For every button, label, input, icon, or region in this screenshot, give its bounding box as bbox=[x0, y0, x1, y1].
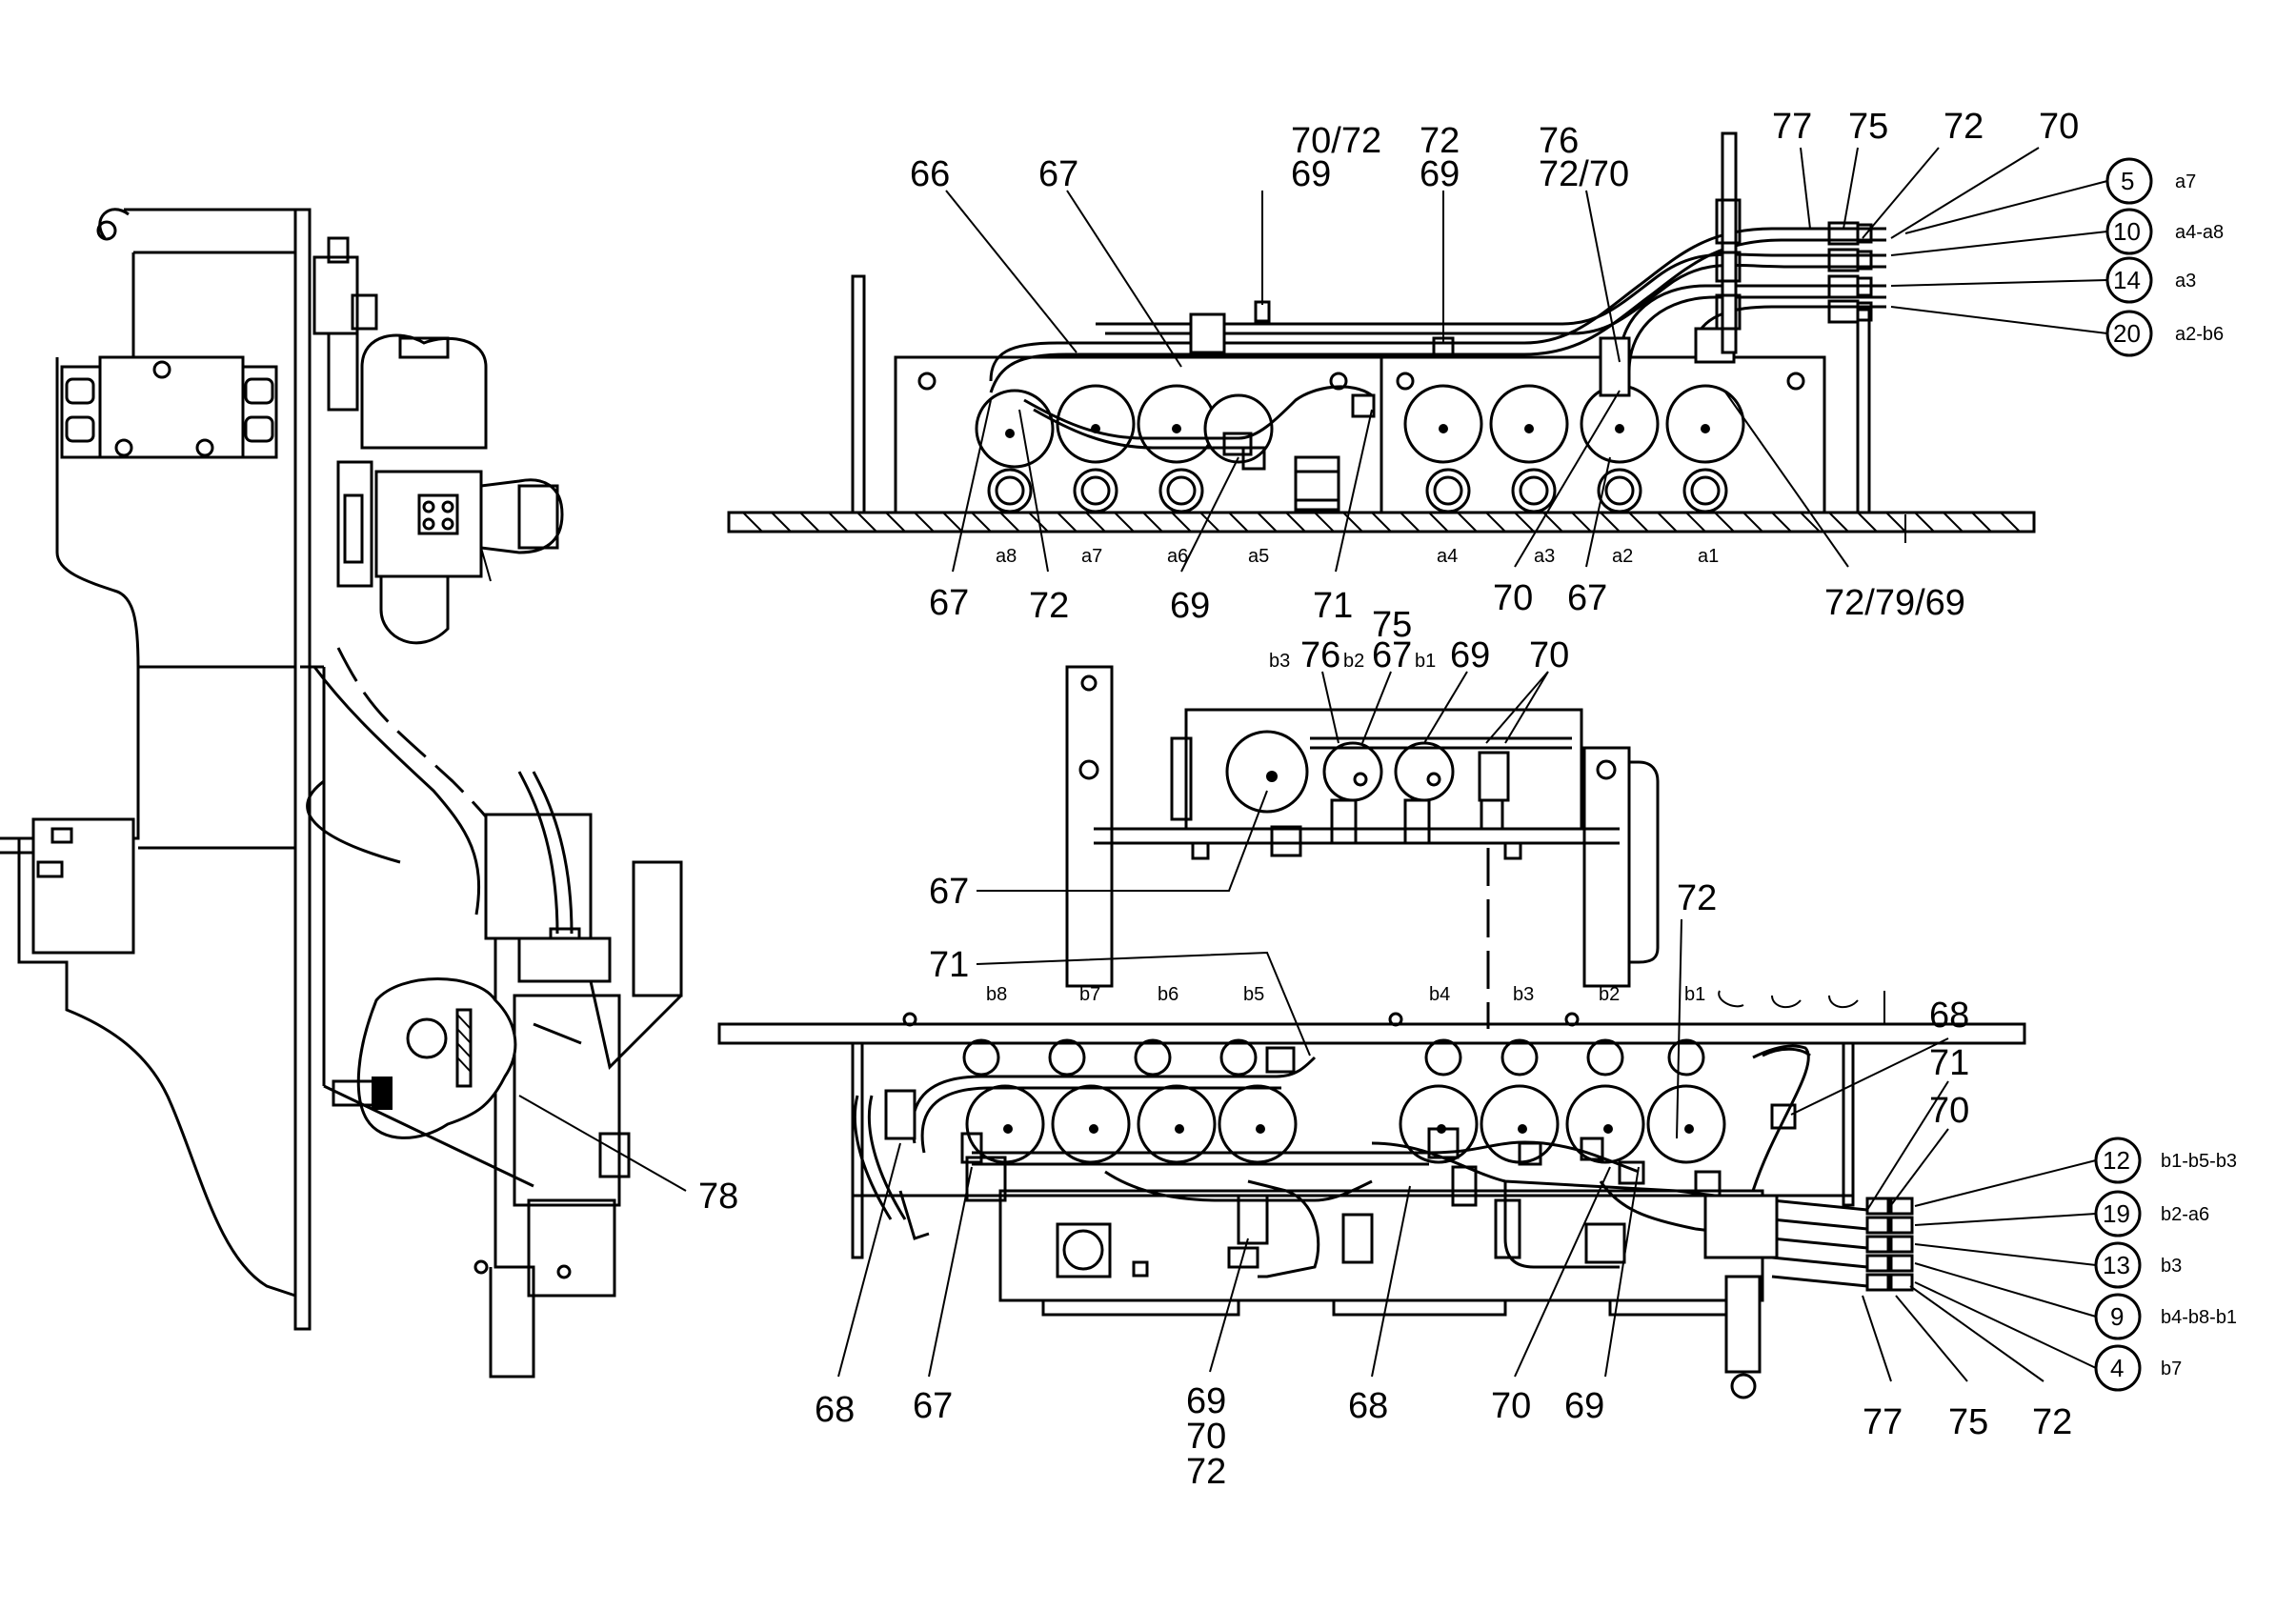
connector-19: 19 b2-a6 bbox=[1914, 1190, 2209, 1238]
connector-13: 13 b3 bbox=[1914, 1241, 2182, 1289]
callout: 68 bbox=[1929, 996, 1969, 1036]
connector-5: 5 a7 bbox=[2105, 157, 2196, 205]
callout: 75 bbox=[1372, 605, 1412, 645]
callout: 72 bbox=[1186, 1452, 1226, 1492]
svg-text:a7: a7 bbox=[2175, 171, 2196, 192]
svg-text:b4-b8-b1: b4-b8-b1 bbox=[2161, 1307, 2237, 1328]
section-label: a5 bbox=[1248, 546, 1269, 567]
callout: 72/79/69 bbox=[1824, 583, 1965, 623]
section-label: a3 bbox=[1534, 546, 1555, 567]
connector-12: 12 b1-b5-b3 bbox=[1914, 1137, 2237, 1207]
b-bank-ports bbox=[962, 1038, 1705, 1077]
svg-text:b1-b5-b3: b1-b5-b3 bbox=[2161, 1151, 2237, 1172]
callout: 69 bbox=[1291, 154, 1331, 194]
callout: 71 bbox=[1929, 1043, 1969, 1083]
section-label: b7 bbox=[1079, 984, 1100, 1005]
b-bank-coils bbox=[965, 1084, 1726, 1164]
svg-text:a4-a8: a4-a8 bbox=[2175, 222, 2224, 243]
svg-text:b2-a6: b2-a6 bbox=[2161, 1204, 2209, 1225]
svg-text:a3: a3 bbox=[2175, 271, 2196, 292]
svg-text:19: 19 bbox=[2103, 1199, 2130, 1228]
callout: 69 bbox=[1170, 586, 1210, 626]
callout: 70 bbox=[2039, 107, 2079, 147]
callout: 67 bbox=[1567, 578, 1607, 618]
callout: 67 bbox=[1372, 635, 1412, 675]
svg-text:14: 14 bbox=[2113, 266, 2141, 294]
svg-text:20: 20 bbox=[2113, 319, 2141, 348]
section-label: b8 bbox=[986, 984, 1007, 1005]
section-label: b5 bbox=[1243, 984, 1264, 1005]
callout: 77 bbox=[1772, 107, 1812, 147]
section-label: b2 bbox=[1343, 651, 1364, 672]
callout: 71 bbox=[929, 945, 969, 985]
callout: 69 bbox=[1564, 1386, 1604, 1426]
callout: 70 bbox=[1493, 578, 1533, 618]
top-view: 66 67 70/72 69 72 69 76 72/70 77 75 72 7… bbox=[727, 107, 2224, 626]
section-label: a1 bbox=[1698, 546, 1719, 567]
callout-78: 78 bbox=[698, 1177, 738, 1217]
connector-20: 20 a2-b6 bbox=[2105, 310, 2224, 357]
callout: 69 bbox=[1450, 635, 1490, 675]
svg-text:4: 4 bbox=[2110, 1354, 2124, 1382]
side-view: 78 bbox=[0, 208, 738, 1379]
callout: 72 bbox=[2032, 1402, 2072, 1442]
svg-text:b7: b7 bbox=[2161, 1358, 2182, 1379]
callout: 67 bbox=[929, 872, 969, 912]
callout: 67 bbox=[913, 1386, 953, 1426]
callout: 77 bbox=[1863, 1402, 1903, 1442]
a-bank-coils bbox=[975, 384, 1745, 469]
section-label: b4 bbox=[1429, 984, 1450, 1005]
callout: 72/70 bbox=[1539, 154, 1629, 194]
bottom-view: b3 76 b2 75 67 b1 69 70 67 71 72 b8 b7 b… bbox=[717, 605, 2237, 1492]
callout: 71 bbox=[1313, 586, 1353, 626]
section-label: b3 bbox=[1269, 651, 1290, 672]
section-label: b6 bbox=[1158, 984, 1178, 1005]
callout: 72 bbox=[1029, 586, 1069, 626]
section-label: a4 bbox=[1437, 546, 1458, 567]
section-label: b1 bbox=[1415, 651, 1436, 672]
section-label: a7 bbox=[1081, 546, 1102, 567]
callout: 66 bbox=[910, 154, 950, 194]
svg-text:12: 12 bbox=[2103, 1146, 2130, 1175]
connector-14: 14 a3 bbox=[2105, 256, 2196, 304]
svg-text:5: 5 bbox=[2121, 167, 2134, 195]
section-label: a2 bbox=[1612, 546, 1633, 567]
callout: 70 bbox=[1529, 635, 1569, 675]
callout: 72 bbox=[1944, 107, 1984, 147]
svg-text:10: 10 bbox=[2113, 217, 2141, 246]
section-label: b2 bbox=[1599, 984, 1620, 1005]
connector-10: 10 a4-a8 bbox=[2105, 208, 2224, 255]
callout: 72 bbox=[1677, 878, 1717, 918]
callout: 70/72 bbox=[1291, 121, 1381, 161]
callout: 70 bbox=[1929, 1091, 1969, 1131]
section-label: a6 bbox=[1167, 546, 1188, 567]
section-label: b3 bbox=[1513, 984, 1534, 1005]
svg-text:b3: b3 bbox=[2161, 1256, 2182, 1277]
callout: 76 bbox=[1539, 121, 1579, 161]
svg-text:a2-b6: a2-b6 bbox=[2175, 324, 2224, 345]
callout: 69 bbox=[1420, 154, 1460, 194]
callout: 70 bbox=[1186, 1417, 1226, 1457]
callout: 68 bbox=[815, 1390, 855, 1430]
callout: 68 bbox=[1348, 1386, 1388, 1426]
connector-4: 4 b7 bbox=[1914, 1281, 2182, 1392]
callout: 76 bbox=[1300, 635, 1340, 675]
svg-text:9: 9 bbox=[2110, 1302, 2124, 1331]
section-label: b1 bbox=[1684, 984, 1705, 1005]
connector-9: 9 b4-b8-b1 bbox=[1914, 1262, 2237, 1340]
callout: 70 bbox=[1491, 1386, 1531, 1426]
callout: 67 bbox=[1038, 154, 1078, 194]
callout: 75 bbox=[1948, 1402, 1988, 1442]
section-label: a8 bbox=[996, 546, 1017, 567]
callout: 75 bbox=[1848, 107, 1888, 147]
callout: 72 bbox=[1420, 121, 1460, 161]
callout: 67 bbox=[929, 583, 969, 623]
callout: 69 bbox=[1186, 1381, 1226, 1421]
svg-text:13: 13 bbox=[2103, 1251, 2130, 1279]
